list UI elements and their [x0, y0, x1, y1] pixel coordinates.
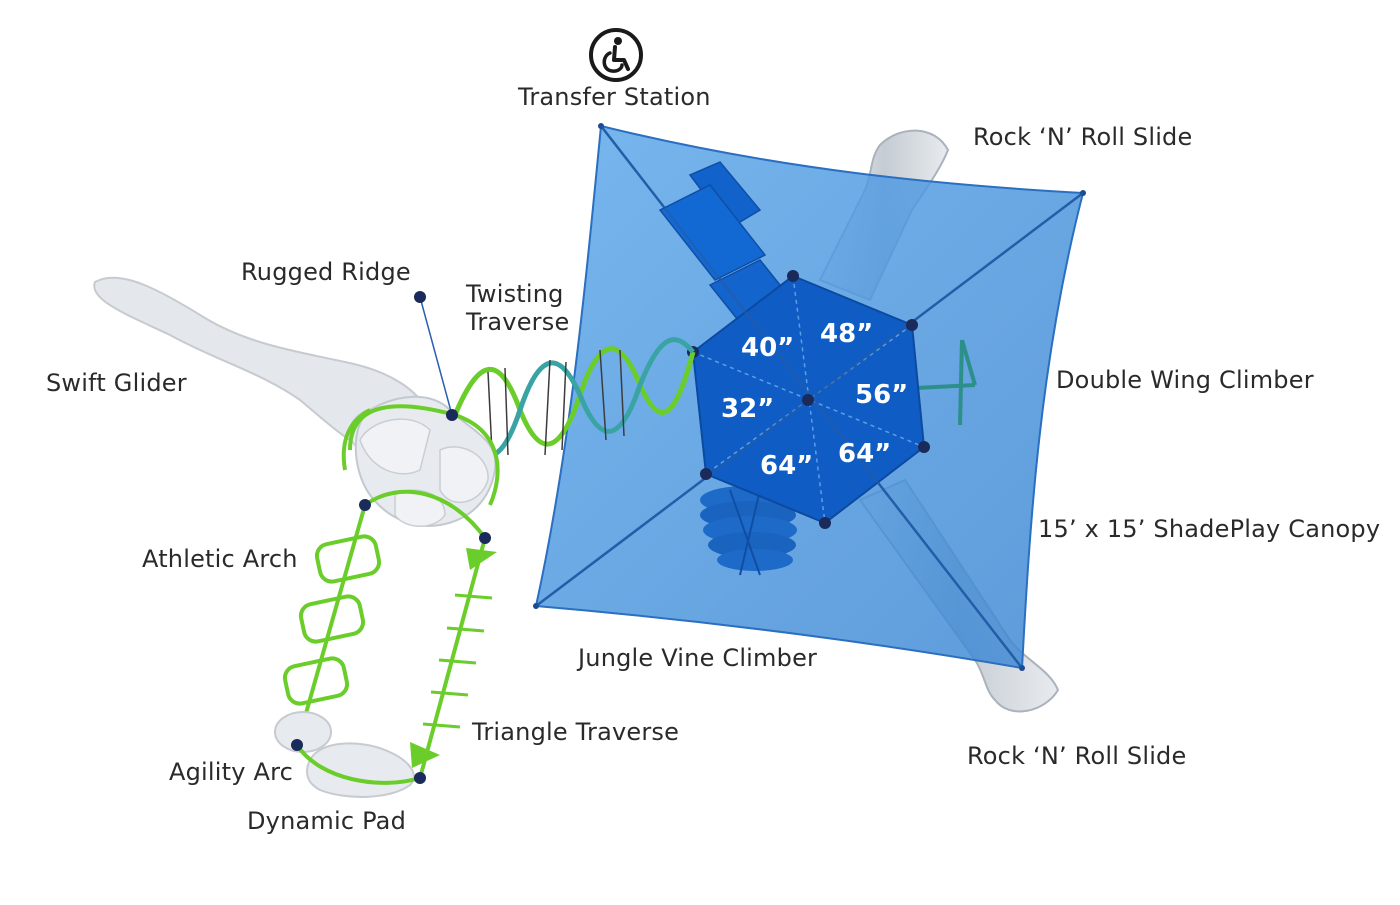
- deck-height-64-left: 64”: [760, 451, 813, 481]
- label-twisting-traverse-1: Twisting: [466, 280, 564, 308]
- twisting-traverse-shape: [452, 337, 696, 459]
- label-agility-arc: Agility Arc: [169, 758, 294, 786]
- wheelchair-accessible-icon: [588, 27, 644, 83]
- label-twisting-traverse-2: Traverse: [466, 308, 570, 336]
- double-wing-climber-shape: [915, 339, 977, 426]
- label-athletic-arch: Athletic Arch: [142, 545, 298, 573]
- agility-arc-shape: [274, 711, 332, 753]
- label-transfer-station: Transfer Station: [518, 83, 711, 111]
- deck-height-56: 56”: [855, 380, 908, 410]
- deck-height-32: 32”: [721, 394, 774, 424]
- label-shadeplay-canopy: 15’ x 15’ ShadePlay Canopy: [1038, 515, 1381, 543]
- label-triangle-traverse: Triangle Traverse: [472, 718, 680, 746]
- label-rock-roll-slide-bottom: Rock ‘N’ Roll Slide: [967, 742, 1187, 770]
- label-swift-glider: Swift Glider: [46, 369, 187, 397]
- label-rugged-ridge: Rugged Ridge: [241, 258, 411, 286]
- triangle-traverse-shape: [410, 537, 497, 779]
- athletic-arch-shape: [282, 504, 382, 746]
- hex-deck: 40” 48” 32” 56” 64” 64”: [535, 125, 1084, 669]
- label-dynamic-pad: Dynamic Pad: [247, 807, 407, 835]
- deck-height-48: 48”: [820, 319, 873, 349]
- deck-height-64-right: 64”: [838, 439, 891, 469]
- connection-nodes: [291, 409, 491, 784]
- label-jungle-vine-climber: Jungle Vine Climber: [578, 644, 818, 672]
- label-double-wing-climber: Double Wing Climber: [1056, 366, 1314, 394]
- rugged-ridge-shape: [341, 395, 500, 540]
- dynamic-pad-shape: [295, 742, 421, 798]
- deck-height-40: 40”: [741, 333, 794, 363]
- label-rock-roll-slide-top: Rock ‘N’ Roll Slide: [973, 123, 1193, 151]
